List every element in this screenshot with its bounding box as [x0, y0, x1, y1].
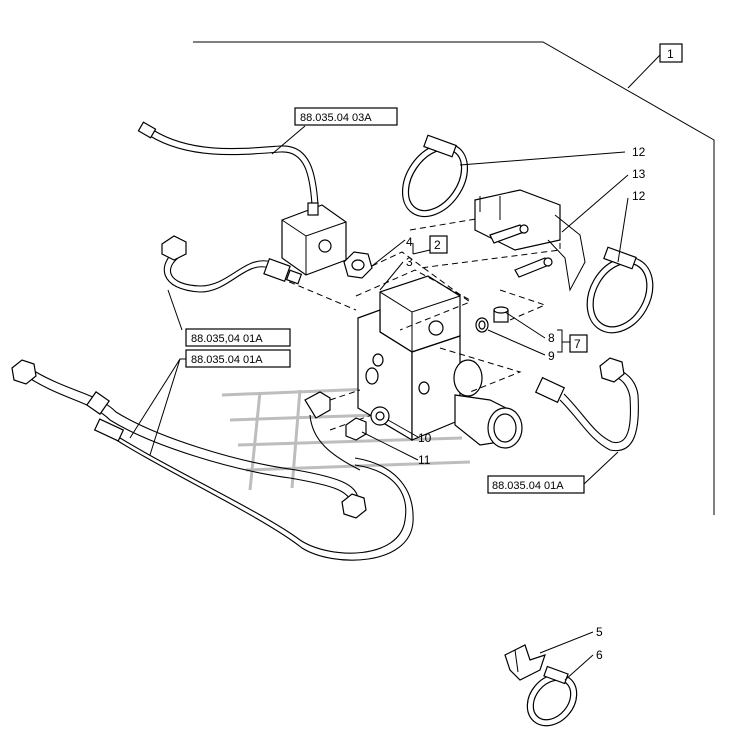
ref-box-03a: 88.035.04 03A: [271, 107, 398, 155]
ref-box-01a-mid: 88.035.04 01A: [129, 349, 291, 456]
ref-box-01a-mid-text: 88.035.04 01A: [191, 354, 263, 366]
ref-box-01a-right-text: 88.035.04 01A: [492, 480, 564, 492]
valve-block: [357, 275, 523, 449]
item-label-11: 11: [418, 453, 431, 467]
ref-box-01a-right: 88.035.04 01A: [487, 451, 619, 494]
leader-lines: [361, 151, 629, 681]
item-label-2: 2: [434, 238, 441, 252]
hydraulic-hose-right: [534, 357, 639, 452]
group-box-2: 2: [429, 235, 448, 254]
item-label-13: 13: [632, 167, 646, 181]
item-label-12-top: 12: [632, 145, 646, 159]
ref-box-03a-text: 88.035.04 03A: [300, 112, 372, 124]
group-box-7: 7: [569, 334, 588, 353]
item-label-9: 9: [548, 349, 555, 363]
item-label-12-right: 12: [632, 189, 646, 203]
item-label-7: 7: [574, 337, 581, 351]
ref-box-01a-top: 88.035,04 01A: [167, 289, 291, 347]
plug-and-oring-items-8-9: [475, 306, 509, 333]
watermark-logo: [221, 383, 471, 491]
hose-clamp-item-6: [526, 665, 578, 727]
hose-clamp-item-12-right: [586, 246, 654, 334]
item-label-4: 4: [406, 235, 413, 249]
bracket-item-5: [504, 644, 546, 681]
nut-item-4: [343, 251, 373, 279]
item-label-6: 6: [596, 648, 603, 662]
fittings-items-10-11: [304, 367, 390, 471]
hydraulic-hose-upper-left: [161, 235, 303, 293]
mounting-bracket-item-13: [474, 189, 586, 292]
hydraulic-hose-long-left: [11, 359, 414, 561]
item-label-1: 1: [667, 47, 674, 61]
ref-box-01a-top-text: 88.035,04 01A: [191, 333, 263, 345]
item-label-10: 10: [418, 431, 432, 445]
item-label-3: 3: [406, 255, 413, 269]
item-label-8: 8: [548, 331, 555, 345]
pressure-sensor-with-cable: [137, 121, 347, 276]
item-label-5: 5: [596, 625, 603, 639]
hose-clamp-item-12-top: [401, 134, 469, 218]
assembly-bracket: 1: [193, 41, 715, 515]
